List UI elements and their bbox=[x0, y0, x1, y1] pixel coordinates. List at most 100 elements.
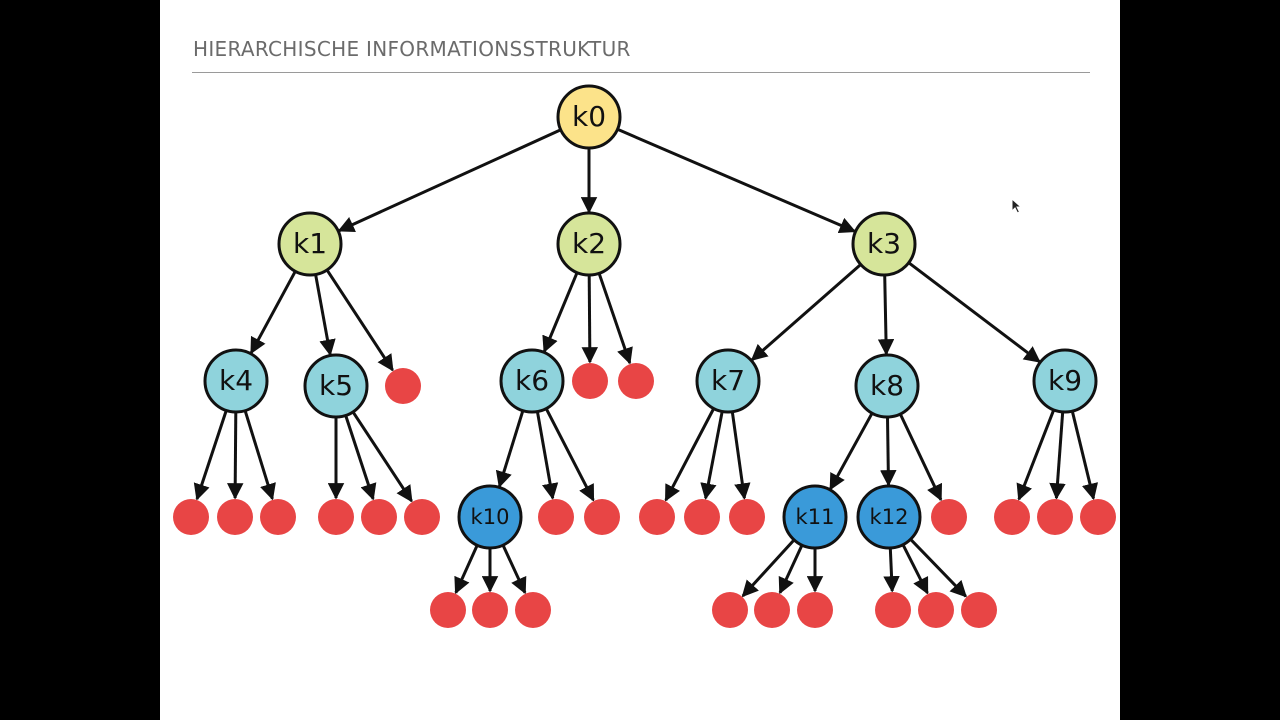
edge-k6-k10 bbox=[495, 410, 525, 488]
tree-node-k7: k7 bbox=[695, 348, 761, 414]
tree-nodes: k0 k1 k2 k3 k4 k5 k6 k7 k8 k9 k10 k11 k12 bbox=[173, 84, 1116, 628]
edge-k12-leaf bbox=[901, 544, 929, 595]
edge-k9-leaf bbox=[1049, 411, 1066, 500]
node-label: k12 bbox=[870, 505, 909, 529]
node-label: k4 bbox=[219, 364, 253, 397]
tree-node-k11: k11 bbox=[782, 484, 848, 550]
node-label: k2 bbox=[572, 227, 606, 260]
node-label: k11 bbox=[796, 505, 835, 529]
edge-k8-k11 bbox=[829, 412, 874, 491]
edge-k9-leaf bbox=[1016, 409, 1056, 501]
leaf-node bbox=[538, 499, 574, 535]
edge-k7-leaf bbox=[700, 411, 724, 500]
mouse-pointer-icon bbox=[1011, 198, 1023, 214]
leaf-node bbox=[684, 499, 720, 535]
leaf-node bbox=[1080, 499, 1116, 535]
tree-node-k8: k8 bbox=[854, 353, 920, 419]
edge-k6-leaf bbox=[544, 407, 595, 502]
leaf-node bbox=[430, 592, 466, 628]
tree-node-k2: k2 bbox=[556, 211, 622, 277]
leaf-node bbox=[639, 499, 675, 535]
edge-k7-leaf bbox=[730, 411, 751, 500]
node-label: k9 bbox=[1048, 364, 1082, 397]
node-label: k3 bbox=[867, 227, 901, 260]
node-circle bbox=[457, 484, 523, 550]
edge-k2-k6 bbox=[542, 272, 579, 354]
node-circle bbox=[203, 348, 269, 414]
node-circle bbox=[851, 211, 917, 277]
tree-node-k9: k9 bbox=[1032, 348, 1098, 414]
tree-node-k3: k3 bbox=[851, 211, 917, 277]
edge-k12-leaf bbox=[883, 547, 900, 593]
node-circle bbox=[1032, 348, 1098, 414]
edge-k11-leaf bbox=[741, 538, 796, 598]
node-label: k8 bbox=[870, 369, 904, 402]
leaf-node bbox=[1037, 499, 1073, 535]
tree-node-k4: k4 bbox=[203, 348, 269, 414]
edge-k3-k7 bbox=[750, 263, 862, 362]
node-circle bbox=[556, 84, 622, 150]
node-label: k5 bbox=[319, 369, 353, 402]
node-label: k7 bbox=[711, 364, 745, 397]
node-label: k10 bbox=[471, 505, 510, 529]
edge-k4-leaf bbox=[193, 409, 228, 501]
leaf-node bbox=[472, 592, 508, 628]
tree-node-k0: k0 bbox=[556, 84, 622, 150]
edge-k0-k1 bbox=[337, 128, 562, 233]
tree-node-k12: k12 bbox=[856, 484, 922, 550]
edge-k1-leaf bbox=[325, 269, 394, 372]
edge-k4-leaf bbox=[226, 411, 244, 500]
leaf-node bbox=[931, 499, 967, 535]
edge-k7-leaf bbox=[664, 407, 716, 502]
tree-node-k1: k1 bbox=[277, 211, 343, 277]
edge-k10-leaf bbox=[501, 544, 527, 595]
edge-k4-leaf bbox=[243, 410, 276, 501]
leaf-node bbox=[173, 499, 209, 535]
node-circle bbox=[854, 353, 920, 419]
edge-k2-leaf bbox=[581, 274, 599, 364]
tree-node-k6: k6 bbox=[499, 348, 565, 414]
leaf-node bbox=[875, 592, 911, 628]
edge-k0-k3 bbox=[616, 127, 857, 234]
node-label: k6 bbox=[515, 364, 549, 397]
leaf-node bbox=[918, 592, 954, 628]
edge-k1-k4 bbox=[249, 270, 297, 355]
title-divider bbox=[192, 72, 1090, 73]
slide-title: HIERARCHISCHE INFORMATIONSSTRUKTUR bbox=[193, 37, 631, 61]
leaf-node bbox=[729, 499, 765, 535]
leaf-node bbox=[994, 499, 1030, 535]
leaf-node bbox=[584, 499, 620, 535]
leaf-node bbox=[515, 592, 551, 628]
node-circle bbox=[782, 484, 848, 550]
leaf-node bbox=[404, 499, 440, 535]
node-circle bbox=[556, 211, 622, 277]
leaf-node bbox=[797, 592, 833, 628]
leaf-node bbox=[260, 499, 296, 535]
leaf-node bbox=[318, 499, 354, 535]
edge-k6-leaf bbox=[535, 411, 559, 500]
leaf-node bbox=[217, 499, 253, 535]
edge-k3-k9 bbox=[907, 261, 1041, 363]
node-label: k0 bbox=[572, 100, 606, 133]
node-circle bbox=[277, 211, 343, 277]
edge-k1-k5 bbox=[314, 274, 336, 357]
node-circle bbox=[499, 348, 565, 414]
tree-edges bbox=[193, 127, 1099, 598]
leaf-node bbox=[754, 592, 790, 628]
node-circle bbox=[303, 353, 369, 419]
edge-k10-leaf bbox=[454, 544, 479, 595]
node-label: k1 bbox=[293, 227, 327, 260]
leaf-node bbox=[618, 363, 654, 399]
edge-k12-leaf bbox=[909, 538, 967, 598]
leaf-node bbox=[712, 592, 748, 628]
leaf-node bbox=[572, 363, 608, 399]
node-circle bbox=[695, 348, 761, 414]
edge-k5-leaf bbox=[344, 415, 377, 501]
edge-k8-leaf bbox=[898, 413, 943, 502]
leaf-node bbox=[385, 368, 421, 404]
edge-k8-k12 bbox=[880, 416, 897, 487]
edge-k9-leaf bbox=[1070, 410, 1099, 501]
edge-k2-leaf bbox=[597, 272, 633, 365]
edge-k11-leaf bbox=[778, 544, 804, 595]
